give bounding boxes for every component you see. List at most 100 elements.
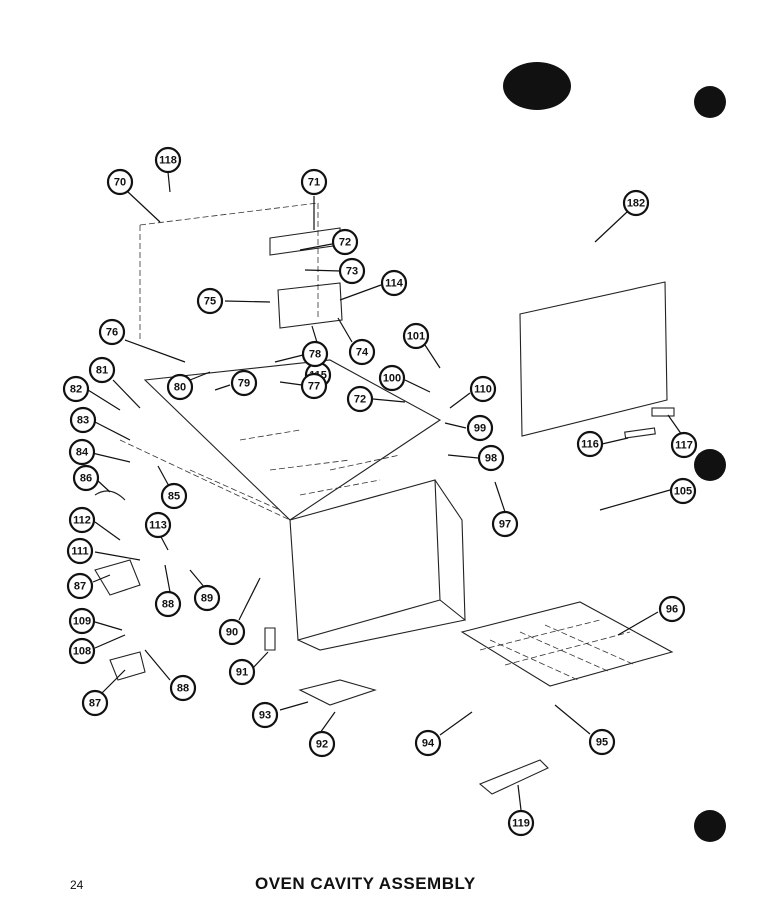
callout-77: 77 [300, 372, 328, 400]
callout-label: 71 [308, 177, 320, 189]
oven-cavity-front [289, 479, 441, 641]
ink-blot [503, 62, 571, 110]
callout-label: 82 [70, 384, 82, 396]
callout-circle [380, 269, 408, 297]
callout-label: 109 [73, 616, 91, 628]
callout-circle [477, 444, 505, 472]
callout-circle [251, 701, 279, 729]
callout-circle [218, 618, 246, 646]
callout-113: 113 [144, 511, 172, 539]
callout-label: 78 [309, 349, 321, 361]
wire-86-shape [94, 490, 126, 501]
callout-182: 182 [622, 189, 650, 217]
callout-circle [670, 431, 698, 459]
binder-hole-top [694, 86, 726, 118]
page-number: 24 [70, 878, 84, 892]
callout-label: 100 [383, 373, 401, 385]
callout-circle [414, 729, 442, 757]
callout-circle [331, 228, 359, 256]
callout-label: 116 [581, 439, 599, 451]
callout-label: 80 [174, 382, 186, 394]
leader-78 [274, 354, 304, 363]
callout-label: 70 [114, 177, 126, 189]
oven-cavity-ribs [239, 429, 401, 496]
callout-75: 75 [196, 287, 224, 315]
base-tray-grid [479, 619, 636, 681]
binder-hole-bottom [694, 810, 726, 842]
callout-circle [301, 340, 329, 368]
leader-84 [91, 452, 131, 463]
callout-label: 118 [159, 155, 177, 167]
leader-88a [164, 564, 171, 593]
callout-97: 97 [491, 510, 519, 538]
callout-label: 89 [201, 593, 213, 605]
callout-circle [69, 406, 97, 434]
leader-73 [304, 269, 342, 272]
callout-circle [106, 168, 134, 196]
callout-87: 87 [81, 689, 109, 717]
callout-circle [66, 572, 94, 600]
leader-72b [372, 398, 406, 403]
callout-label: 84 [76, 447, 89, 459]
callout-101: 101 [402, 322, 430, 350]
callout-circle [154, 590, 182, 618]
callout-circle [300, 168, 328, 196]
callout-circle [144, 511, 172, 539]
callout-label: 91 [236, 667, 248, 679]
callout-label: 86 [80, 473, 92, 485]
callout-circle [81, 689, 109, 717]
callout-96: 96 [658, 595, 686, 623]
oven-cavity-top [143, 359, 442, 521]
callout-label: 92 [316, 739, 328, 751]
oven-cavity-left [119, 439, 291, 521]
callout-label: 101 [407, 331, 425, 343]
leader-80 [189, 371, 211, 381]
callout-circle [68, 637, 96, 665]
callout-label: 99 [474, 423, 486, 435]
callout-label: 119 [512, 818, 530, 830]
callout-105: 105 [669, 477, 697, 505]
callout-95: 95 [588, 728, 616, 756]
leader-118 [167, 171, 171, 193]
callout-73: 73 [338, 257, 366, 285]
leader-182 [594, 211, 628, 243]
leader-77 [279, 381, 303, 386]
leader-112 [94, 521, 121, 541]
callout-circle [300, 372, 328, 400]
callout-82: 82 [62, 375, 90, 403]
callout-circle [230, 369, 258, 397]
callout-circle [62, 375, 90, 403]
callout-label: 85 [168, 491, 180, 503]
door-panel-outline [519, 281, 668, 437]
callout-87: 87 [66, 572, 94, 600]
callout-99: 99 [466, 414, 494, 442]
callout-111: 111 [66, 537, 94, 565]
callout-circle [622, 189, 650, 217]
callout-88: 88 [154, 590, 182, 618]
callout-91: 91 [228, 658, 256, 686]
callout-circle [68, 607, 96, 635]
leader-117 [667, 414, 683, 436]
leader-87b [101, 669, 126, 694]
callout-label: 108 [73, 646, 91, 658]
callout-circle [378, 364, 406, 392]
callout-label: 77 [308, 381, 320, 393]
callout-116: 116 [576, 430, 604, 458]
callout-85: 85 [160, 482, 188, 510]
leader-76 [124, 339, 186, 363]
callout-108: 108 [68, 637, 96, 665]
callout-circle [193, 584, 221, 612]
leader-82 [87, 389, 121, 411]
callout-114: 114 [380, 269, 408, 297]
callout-78: 78 [301, 340, 329, 368]
leader-74 [337, 317, 353, 343]
leader-75 [224, 300, 271, 303]
callout-circle [98, 318, 126, 346]
leader-94 [439, 711, 473, 736]
callout-79: 79 [230, 369, 258, 397]
callout-circle [88, 356, 116, 384]
callout-84: 84 [68, 438, 96, 466]
callout-circle [228, 658, 256, 686]
callout-label: 87 [74, 581, 86, 593]
